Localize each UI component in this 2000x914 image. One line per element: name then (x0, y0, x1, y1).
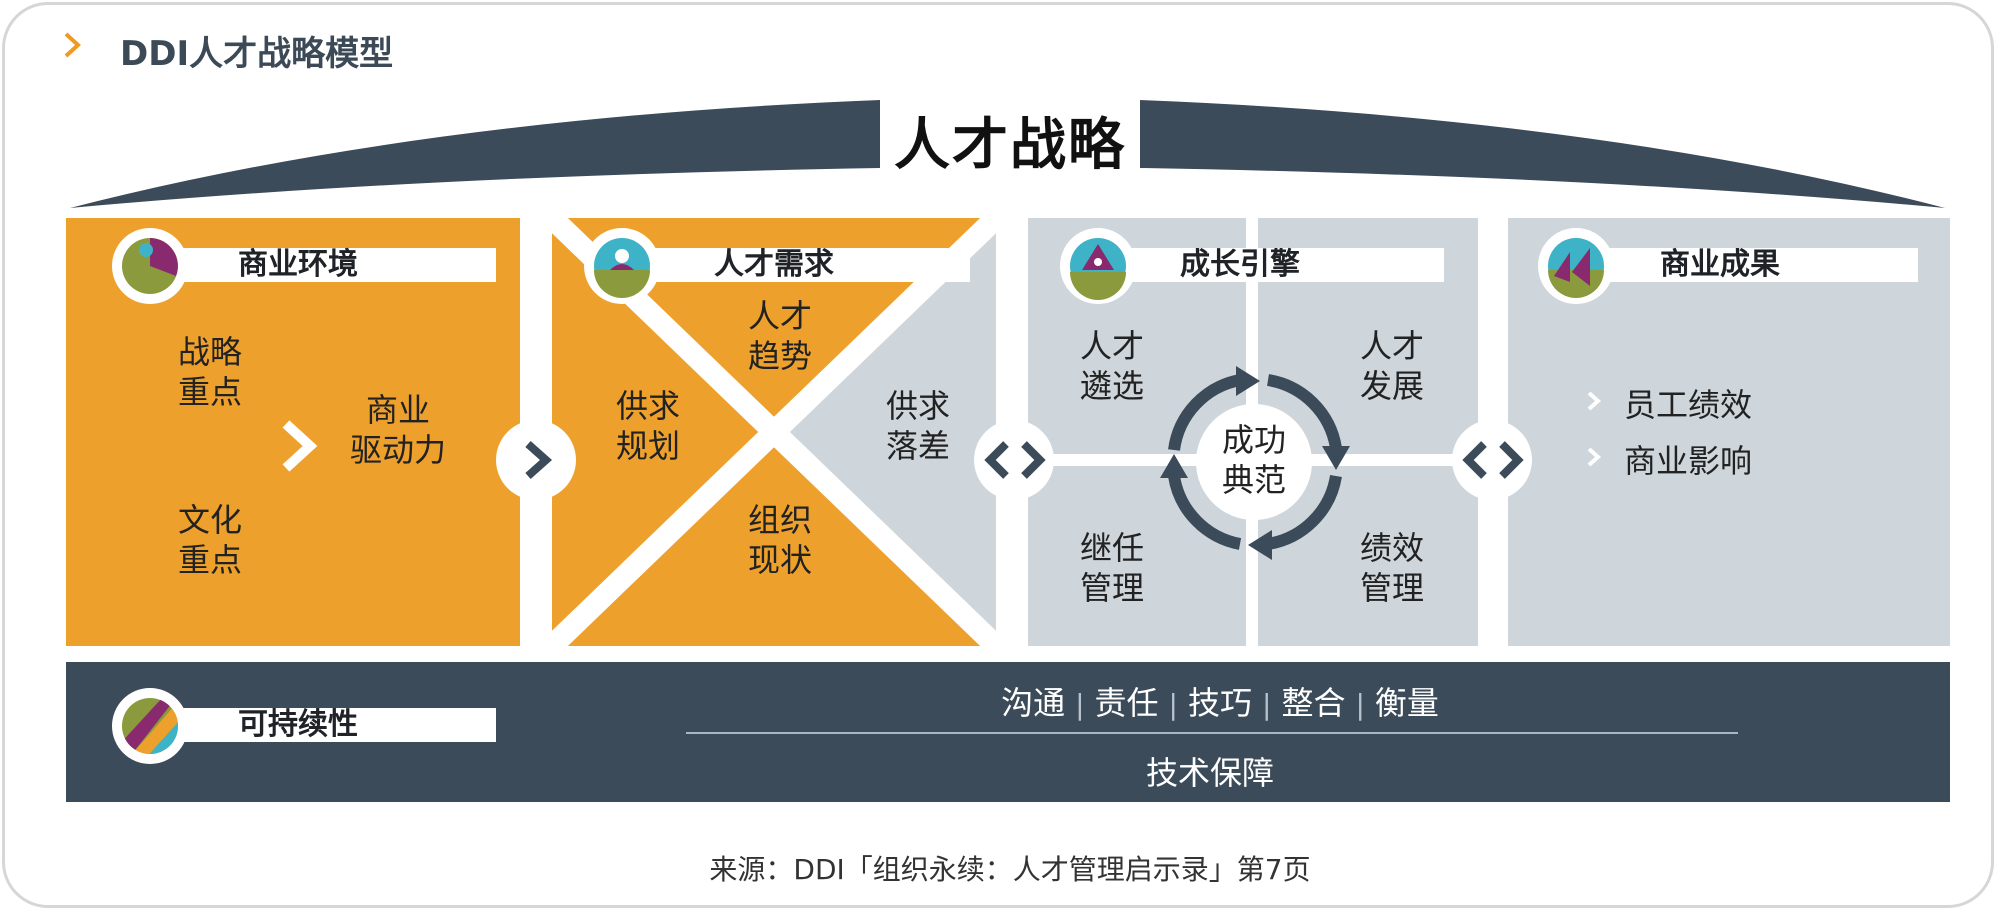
supply-demand-planning-text: 供求 规划 (615, 387, 680, 465)
tech-support-text: 技术保障 (1145, 754, 1274, 792)
strategy-focus-text: 战略 重点 (177, 333, 242, 411)
business-results-label: 商业成果 (1584, 248, 1918, 282)
pillar-separator: | (1262, 688, 1272, 721)
results-item-2: 商业影响 (1624, 442, 1753, 480)
arrow-circle-1 (496, 420, 576, 500)
pillar-skills: 技巧 (1187, 684, 1252, 722)
strategy-title: 人才战略 (894, 113, 1126, 178)
chevron-right-icon (282, 420, 318, 472)
pillar-measurement: 衡量 (1374, 684, 1439, 722)
org-current-state-text: 组织 现状 (747, 501, 812, 579)
growth-engine-icon (1062, 230, 1134, 302)
pillar-responsibility: 责任 (1094, 684, 1159, 722)
business-environment-icon (114, 230, 186, 302)
pillar-separator: | (1168, 688, 1178, 721)
talent-development-text: 人才 发展 (1359, 327, 1424, 405)
pillar-separator: | (1075, 688, 1085, 721)
supply-demand-gap-text: 供求 落差 (885, 387, 950, 465)
pillar-separator: | (1355, 688, 1365, 721)
business-drivers-text: 商业 驱动力 (349, 391, 446, 469)
chevron-right-icon (1587, 391, 1602, 411)
chevron-right-icon (1587, 447, 1602, 467)
talent-selection-text: 人才 遴选 (1079, 327, 1144, 405)
talent-demand-label: 人才需求 (630, 248, 970, 282)
success-model-text: 成功 典范 (1221, 421, 1286, 499)
sustainability-icon (114, 690, 186, 762)
sustainability-label: 可持续性 (150, 708, 496, 742)
succession-management-text: 继任 管理 (1079, 529, 1144, 607)
chevron-left-right-icon (1462, 441, 1524, 479)
cycle-arrows-icon (1160, 366, 1350, 560)
chevron-left-right-icon (984, 441, 1046, 479)
pillar-communication: 沟通 (1001, 684, 1066, 722)
culture-focus-text: 文化 重点 (177, 501, 242, 579)
growth-engine-label: 成长引擎 (1106, 248, 1444, 282)
talent-demand-icon (586, 230, 658, 302)
sustainability-pillars: 沟通 | 责任 | 技巧 | 整合 | 衡量 (880, 678, 1560, 724)
source-caption: 来源：DDI「组织永续：人才管理启示录」第7页 (709, 853, 1311, 886)
business-environment-label: 商业环境 (150, 248, 496, 282)
results-item-1: 员工绩效 (1624, 386, 1753, 424)
chevron-right-icon (64, 32, 81, 58)
performance-management-text: 绩效 管理 (1359, 529, 1424, 607)
footer-divider (686, 732, 1738, 734)
chevron-right-icon (525, 441, 553, 479)
pillar-integration: 整合 (1281, 684, 1346, 722)
talent-trends-text: 人才 趋势 (747, 297, 812, 375)
panel-talent-demand (552, 218, 996, 646)
business-results-icon (1540, 230, 1612, 302)
page-title: DDI人才战略模型 (120, 34, 394, 74)
